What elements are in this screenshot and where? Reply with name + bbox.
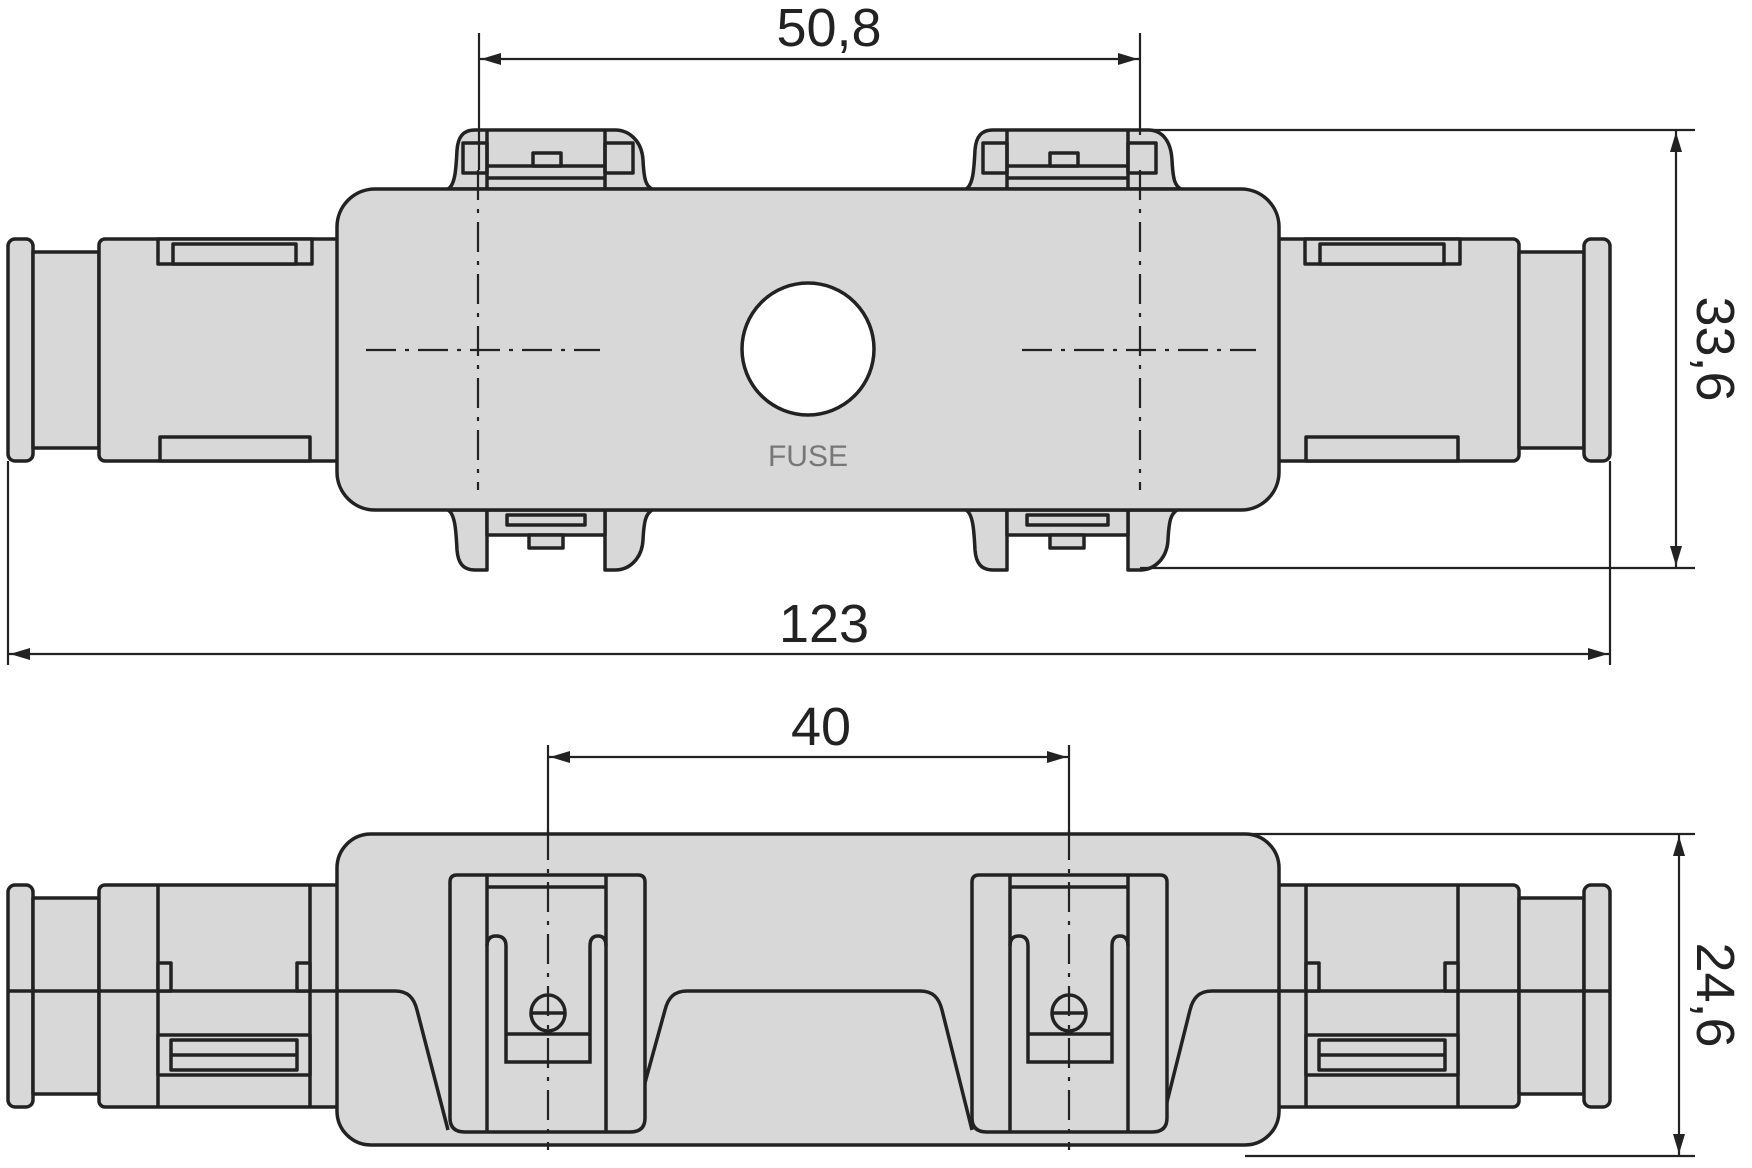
fuse-window <box>740 281 876 417</box>
dimension-50-8: 50,8 <box>477 0 1142 170</box>
side-right-connector <box>1271 883 1612 1109</box>
left-connector <box>6 237 343 463</box>
dimension-24-6: 24,6 <box>1245 832 1745 1158</box>
dimension-123: 123 <box>6 461 1612 665</box>
right-connector <box>1271 237 1612 463</box>
dimension-label-123: 123 <box>779 594 869 654</box>
dimension-40: 40 <box>546 697 1071 834</box>
top-view: FUSE <box>6 128 1612 572</box>
dimension-label-33-6: 33,6 <box>1685 296 1745 401</box>
fuse-label: FUSE <box>768 440 848 473</box>
side-contact-left <box>448 830 647 1150</box>
side-view <box>6 830 1612 1150</box>
dimension-label-40: 40 <box>791 697 851 757</box>
side-left-connector <box>6 883 343 1109</box>
top-clip-left <box>446 128 654 191</box>
bottom-clip-left <box>446 508 654 572</box>
dimension-33-6: 33,6 <box>1140 128 1745 570</box>
side-contact-right <box>970 830 1169 1150</box>
bottom-clip-right <box>964 508 1179 572</box>
dimension-label-50-8: 50,8 <box>776 0 881 58</box>
dimension-label-24-6: 24,6 <box>1685 942 1745 1047</box>
top-clip-right <box>964 128 1183 191</box>
